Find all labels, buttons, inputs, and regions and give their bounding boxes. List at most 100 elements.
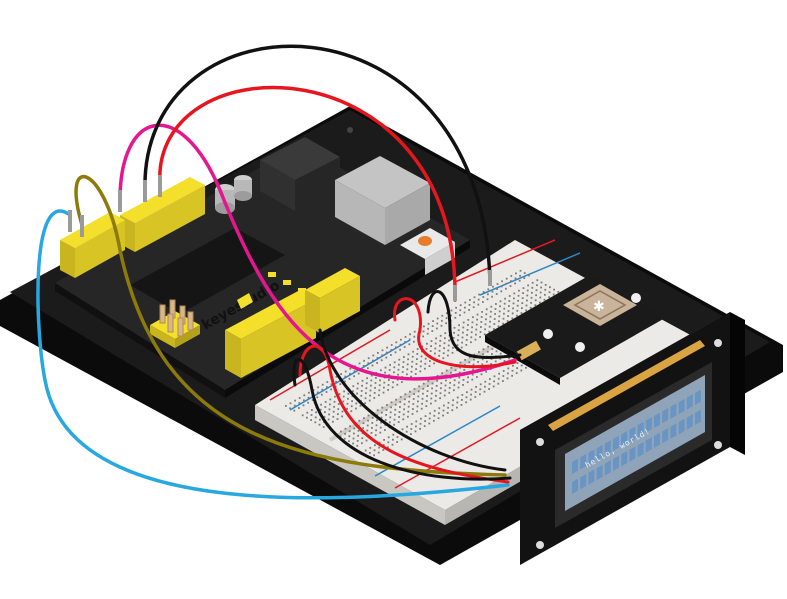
breadboard-hole	[420, 417, 422, 420]
breadboard-hole	[462, 321, 465, 324]
breadboard-hole	[377, 451, 380, 454]
breadboard-hole	[310, 419, 312, 421]
breadboard-hole	[536, 279, 539, 282]
breadboard-hole	[394, 413, 396, 416]
lcd-char-cell	[654, 412, 660, 428]
breadboard-hole	[352, 390, 354, 393]
lcd-char-cell	[645, 417, 652, 433]
breadboard-hole	[347, 392, 350, 395]
breadboard-hole	[396, 436, 399, 438]
breadboard-hole	[488, 383, 491, 385]
breadboard-hole	[475, 328, 478, 331]
breadboard-hole	[429, 350, 432, 352]
breadboard-hole	[324, 411, 326, 413]
lcd-char-cell	[662, 428, 669, 444]
breadboard-hole	[460, 346, 463, 349]
breadboard-hole	[401, 381, 403, 383]
breadboard-hole	[344, 375, 347, 378]
breadboard-hole	[435, 337, 437, 340]
breadboard-hole	[478, 293, 480, 296]
breadboard-hole	[407, 358, 409, 361]
breadboard-hole	[384, 419, 387, 421]
sensor-pad	[563, 284, 637, 326]
breadboard-hole	[467, 376, 469, 379]
breadboard-hole	[402, 418, 405, 421]
breadboard-hole	[357, 382, 359, 385]
breadboard-hole	[411, 365, 413, 368]
breadboard-hole	[407, 405, 410, 408]
breadboard-hole	[458, 324, 460, 327]
controller-board-side	[225, 240, 470, 398]
breadboard-hole	[361, 437, 364, 440]
breadboard-hole	[367, 414, 370, 417]
breadboard-hole	[413, 388, 416, 390]
breadboard-hole	[391, 443, 394, 446]
breadboard-hole	[349, 425, 351, 428]
breadboard-hole	[513, 297, 515, 300]
breadboard-hole	[414, 373, 417, 375]
breadboard-hole	[399, 343, 402, 346]
breadboard-hole	[393, 361, 396, 364]
breadboard-hole	[293, 409, 296, 412]
status-led	[268, 272, 276, 277]
breadboard-hole	[491, 290, 494, 293]
breadboard-hole	[411, 360, 414, 363]
breadboard-hole	[386, 404, 388, 406]
breadboard-hole	[356, 444, 359, 447]
breadboard-hole	[518, 279, 521, 282]
breadboard-hole	[466, 391, 468, 394]
breadboard-hole	[502, 375, 505, 377]
lcd-char-cell	[596, 444, 603, 461]
breadboard-hole	[410, 423, 413, 425]
breadboard-hole	[373, 449, 376, 452]
breadboard-hole	[362, 422, 365, 425]
breadboard-hole	[319, 408, 322, 411]
digital-header-2	[60, 212, 125, 278]
breadboard-hole	[552, 293, 555, 296]
breadboard-hole	[444, 332, 447, 335]
breadboard-hole	[504, 297, 506, 300]
breadboard-hole	[321, 388, 324, 391]
breadboard-hole	[367, 357, 370, 360]
breadboard-hole	[482, 353, 484, 356]
breadboard-hole	[439, 344, 441, 347]
breadboard-hole	[521, 302, 524, 304]
breadboard-hole	[485, 370, 487, 373]
breadboard-hole	[458, 376, 461, 379]
breadboard-hole	[460, 404, 463, 406]
breadboard-hole	[346, 402, 349, 405]
screw-hole	[347, 127, 353, 133]
wire-olive	[74, 175, 507, 477]
breadboard-hole	[374, 387, 376, 389]
breadboard-hole	[407, 410, 410, 413]
controller-board: keyestudio	[55, 137, 470, 398]
breadboard-hole	[344, 427, 347, 430]
breadboard-hole	[402, 361, 405, 363]
breadboard-hole	[471, 378, 474, 381]
breadboard-hole	[478, 351, 480, 353]
breadboard-hole	[404, 341, 406, 343]
breadboard-hole	[482, 291, 485, 293]
breadboard-hole	[352, 442, 354, 445]
lcd-char-cell	[695, 409, 701, 425]
breadboard-hole	[422, 387, 425, 390]
breadboard-hole	[400, 338, 402, 341]
breadboard-hole	[385, 409, 388, 411]
breadboard-hole	[484, 385, 486, 388]
breadboard-hole	[370, 379, 373, 382]
breadboard-hole	[451, 409, 454, 412]
breadboard-hole	[349, 372, 351, 375]
breadboard-hole	[406, 368, 409, 371]
breadboard-hole	[427, 327, 429, 330]
breadboard-hole	[410, 433, 412, 435]
breadboard-hole	[467, 319, 470, 321]
breadboard-hole	[355, 407, 357, 410]
breadboard-hole	[489, 320, 491, 323]
breadboard-hole	[369, 389, 372, 392]
breadboard-hole	[316, 396, 319, 399]
breadboard-hole	[553, 288, 555, 291]
breadboard-hole	[326, 381, 329, 383]
breadboard-hole	[511, 312, 514, 315]
breadboard-hole	[459, 309, 462, 312]
